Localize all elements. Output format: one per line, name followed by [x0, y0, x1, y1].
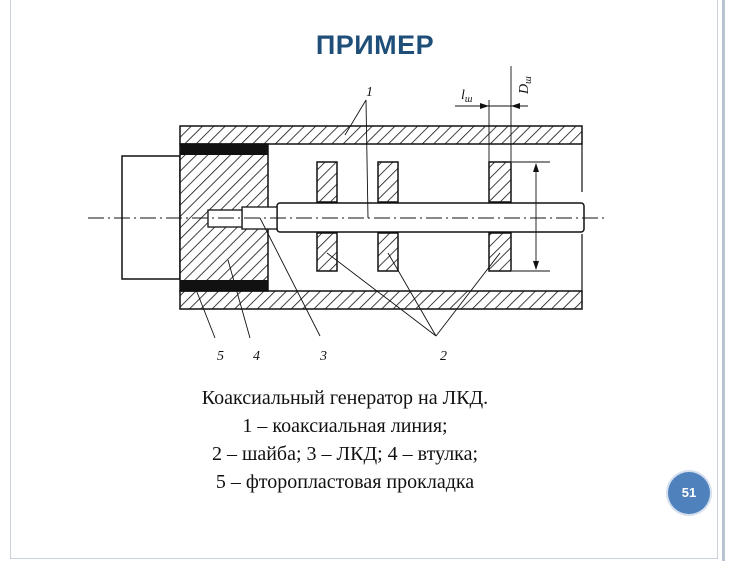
label-washer: 2: [440, 349, 447, 364]
leader-line-1: [344, 99, 367, 136]
arrow-head: [480, 103, 489, 109]
label-gasket: 5: [217, 349, 224, 364]
page-number-badge: 51: [668, 472, 710, 514]
label-washer-length-sub: ш: [465, 94, 473, 105]
leader-line-4: [227, 259, 251, 339]
coaxial-generator-diagram: 1 2 3 4 5 lш Dш: [88, 66, 605, 364]
caption-line: 2 – шайба; 3 – ЛКД; 4 – втулка;: [211, 443, 479, 465]
leader-line-3: [259, 217, 321, 337]
washer-2-top: [377, 161, 399, 203]
svg-text:lш: lш: [461, 88, 473, 105]
gasket-top: [180, 144, 268, 155]
leader-line-2: [435, 252, 501, 337]
left-plug: [121, 155, 181, 280]
arrow-head: [511, 103, 520, 109]
arrow-head: [533, 261, 539, 270]
caption-line: 1 – коаксиальная линия;: [242, 415, 448, 437]
label-washer-length: l: [461, 88, 465, 103]
label-washer-diameter-sub: ш: [523, 76, 534, 84]
leader-line-2: [326, 252, 437, 337]
leader-line-1: [365, 99, 369, 219]
inner-conductor: [276, 202, 585, 233]
svg-text:Dш: Dш: [517, 76, 534, 95]
washer-1-bottom: [316, 232, 338, 272]
washer-1-top: [316, 161, 338, 203]
lkd-tip: [207, 209, 243, 228]
leader-line-2: [387, 252, 437, 337]
gasket-bottom: [180, 280, 268, 291]
leader-line-5: [194, 286, 216, 339]
slide-edge: [722, 0, 725, 561]
caption-line: 5 – фторопластовая прокладка: [215, 471, 475, 493]
arrow-head: [533, 163, 539, 172]
slide-title: ПРИМЕР: [315, 30, 435, 60]
label-washer-diameter: D: [517, 84, 532, 95]
outer-wall-bottom: [179, 290, 583, 310]
washer-3-bottom: [488, 232, 512, 272]
washer-3-top: [488, 161, 512, 203]
outer-wall-top: [179, 125, 583, 145]
label-line: 1: [366, 85, 373, 100]
slide-frame: [10, 0, 718, 559]
label-lkd: 3: [319, 349, 327, 364]
caption: Коаксиальный генератор на ЛКД. 1 – коакс…: [140, 384, 550, 496]
label-sleeve: 4: [253, 349, 260, 364]
caption-line: Коаксиальный генератор на ЛКД.: [201, 387, 489, 409]
